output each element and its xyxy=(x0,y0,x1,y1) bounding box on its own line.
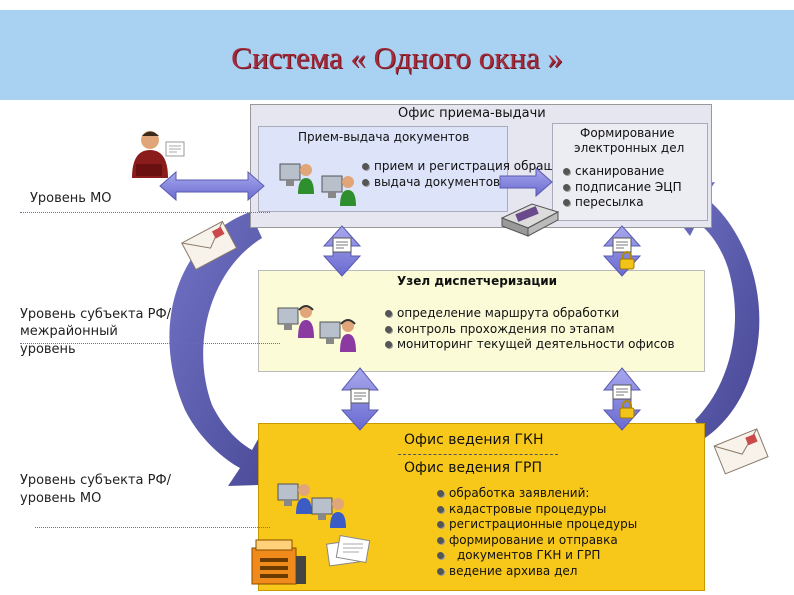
scanner-icon xyxy=(500,203,560,237)
list-item: мониторинг текущей деятельности офисов xyxy=(385,337,675,353)
envelope-icon xyxy=(181,220,238,271)
digital-box xyxy=(552,123,708,221)
lock-icon xyxy=(619,400,635,419)
list-item: регистрационные процедуры xyxy=(437,517,637,533)
level-mo-line xyxy=(20,212,270,213)
digital-list: сканирование подписание ЭЦП пересылка xyxy=(563,164,682,211)
office-label: Офис приема-выдачи xyxy=(398,106,546,121)
list-item: сканирование xyxy=(563,164,682,180)
level-subject-mo-2: уровень МО xyxy=(20,491,102,506)
level-subject-mo-1: Уровень субъекта РФ/ xyxy=(20,473,172,488)
registry-divider xyxy=(398,454,558,455)
operator-icon xyxy=(279,163,314,194)
document-icon xyxy=(612,384,632,400)
level-mo: Уровень МО xyxy=(30,191,112,206)
level-subject-2: межрайонный xyxy=(20,324,118,339)
level-subject-3: уровень xyxy=(20,342,76,357)
intake-label: Прием-выдача документов xyxy=(298,130,470,144)
level-subject-line xyxy=(20,343,280,344)
dispatch-label: Узел диспетчеризации xyxy=(397,274,558,288)
list-item: определение маршрута обработки xyxy=(385,306,675,322)
archive-printer-icon xyxy=(251,539,306,585)
left-cycle-arrow xyxy=(169,212,290,486)
list-item: пересылка xyxy=(563,195,682,211)
list-item: ведение архива дел xyxy=(437,564,637,580)
mo-double-arrow xyxy=(159,170,265,202)
page-title: Система « Одного окна » xyxy=(231,40,563,75)
registry-label-grp: Офис ведения ГРП xyxy=(404,460,543,476)
title-bar xyxy=(0,10,794,100)
lock-icon xyxy=(619,251,635,270)
registrar-icon xyxy=(277,483,312,514)
list-item: кадастровые процедуры xyxy=(437,502,637,518)
documents-stack-icon xyxy=(326,534,371,567)
list-item: обработка заявлений: xyxy=(437,486,637,502)
list-item: формирование и отправка xyxy=(437,533,637,549)
list-item: контроль прохождения по этапам xyxy=(385,322,675,338)
envelope-icon xyxy=(713,428,769,475)
registry-list: обработка заявлений: кадастровые процеду… xyxy=(437,486,637,579)
right-cycle-arrow xyxy=(655,182,760,438)
citizen-icon xyxy=(132,131,185,178)
dispatch-list: определение маршрута обработки контроль … xyxy=(385,306,675,353)
dispatch-box xyxy=(258,270,705,372)
document-icon xyxy=(350,388,370,404)
digital-label-2: электронных дел xyxy=(574,141,685,155)
list-item: прием и регистрация обращений xyxy=(362,159,586,175)
intake-to-digital-arrow xyxy=(499,166,553,198)
operator-icon xyxy=(321,175,356,206)
registrar-icon xyxy=(311,497,346,528)
document-icon xyxy=(332,237,352,253)
digital-label-1: Формирование xyxy=(580,126,675,140)
intake-list: прием и регистрация обращений выдача док… xyxy=(362,159,586,190)
level-subject-1: Уровень субъекта РФ/ xyxy=(20,307,172,322)
level-subject-mo-line xyxy=(35,527,270,528)
list-item: подписание ЭЦП xyxy=(563,180,682,196)
dispatcher-icon xyxy=(277,305,314,338)
list-item: выдача документов xyxy=(362,175,586,191)
document-icon xyxy=(612,237,632,253)
registry-label-gkn: Офис ведения ГКН xyxy=(404,432,544,448)
list-item-continuation: документов ГКН и ГРП xyxy=(437,548,637,564)
dispatcher-icon xyxy=(319,319,356,352)
